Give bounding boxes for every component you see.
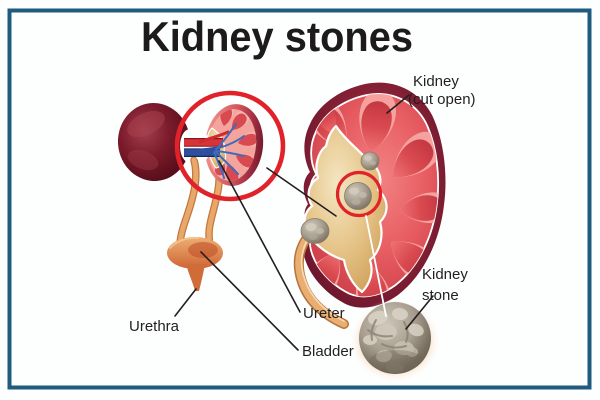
stone-connector-line [365,215,387,317]
left-ureter-tube [176,156,200,250]
leader-line-bladder [200,251,299,351]
label-kidney-cut-open-line1: Kidney [413,73,459,90]
kidney-stone-circled [344,182,372,210]
leader-line-ureter [218,160,301,313]
kidney-cut-open-illustration [293,82,446,329]
label-urethra: Urethra [129,318,180,335]
left-kidney-illustration [117,103,200,181]
kidney-stone-closeup-illustration [349,299,441,383]
stone-texture [363,307,425,374]
page-title: Kidney stones [141,13,413,60]
highlight-circle [174,90,286,202]
leader-line-inset-to-kidney [266,167,337,217]
label-bladder: Bladder [302,343,354,360]
kidney-stone-small [360,151,380,171]
label-kidney-stone-line2: stone [422,287,459,304]
label-ureter: Ureter [303,305,345,322]
leader-line-kidney-cut-open [386,94,410,114]
frame-border [7,8,592,390]
stone-highlight-circle [335,170,383,218]
label-kidney-stone-line1: Kidney [422,266,468,283]
inset-vessel-branches [197,123,245,179]
kidney-ureter-tube [293,229,349,329]
label-kidney-cut-open-line2: (cut open) [408,91,476,108]
urethra-illustration [186,264,205,291]
kidney-stone-large [300,218,330,244]
leader-line-urethra [174,288,197,317]
leader-line-kidney-stone [405,295,434,330]
